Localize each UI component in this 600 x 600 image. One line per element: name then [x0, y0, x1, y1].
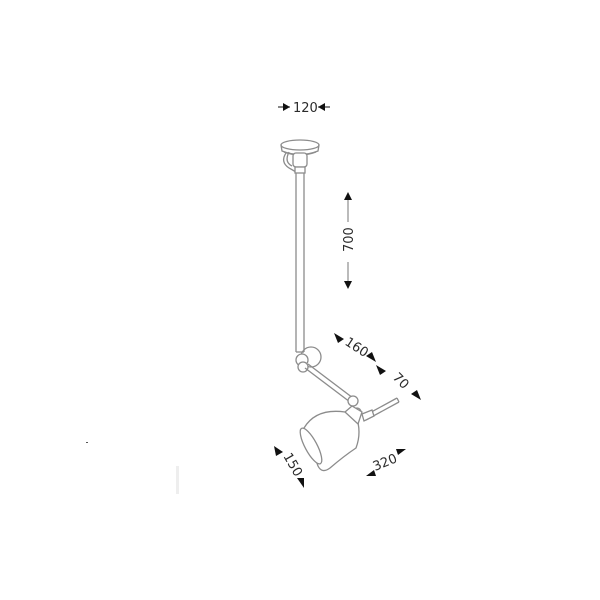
lamp-shade — [299, 405, 363, 472]
stray-mark — [86, 442, 88, 443]
dimension-label-150: 150 — [280, 451, 305, 480]
arrow-diag-icon — [366, 470, 376, 476]
vertical-rod — [295, 173, 305, 353]
elbow-joint — [295, 346, 322, 373]
dimension-arm-upper: 160 — [334, 333, 376, 362]
dimension-shade-depth: 320 — [366, 449, 406, 476]
dimension-rod-length: 700 — [342, 192, 357, 289]
dimension-label-320: 320 — [371, 452, 400, 475]
dimension-label-700: 700 — [342, 227, 357, 252]
shade-handle — [361, 397, 400, 422]
arrow-diag-icon — [376, 365, 386, 375]
stray-mark — [176, 466, 179, 494]
arrow-diag-icon — [297, 478, 304, 488]
dimension-label-120: 120 — [293, 101, 318, 116]
arrow-right-icon — [283, 103, 290, 111]
arrow-up-icon — [344, 192, 352, 200]
arrow-down-icon — [344, 281, 352, 289]
dimension-shade-diameter: 150 — [274, 446, 305, 488]
arrow-diag-icon — [366, 352, 376, 362]
arrow-diag-icon — [396, 449, 406, 455]
dimension-canopy-width: 120 — [278, 101, 330, 116]
arrow-diag-icon — [274, 446, 283, 456]
ceiling-canopy — [280, 139, 320, 174]
dimension-arm-lower: 70 — [376, 365, 421, 400]
arrow-diag-icon — [411, 390, 421, 400]
dimension-label-160: 160 — [342, 335, 371, 361]
dimension-label-70: 70 — [389, 370, 411, 392]
arrow-diag-icon — [334, 333, 344, 343]
